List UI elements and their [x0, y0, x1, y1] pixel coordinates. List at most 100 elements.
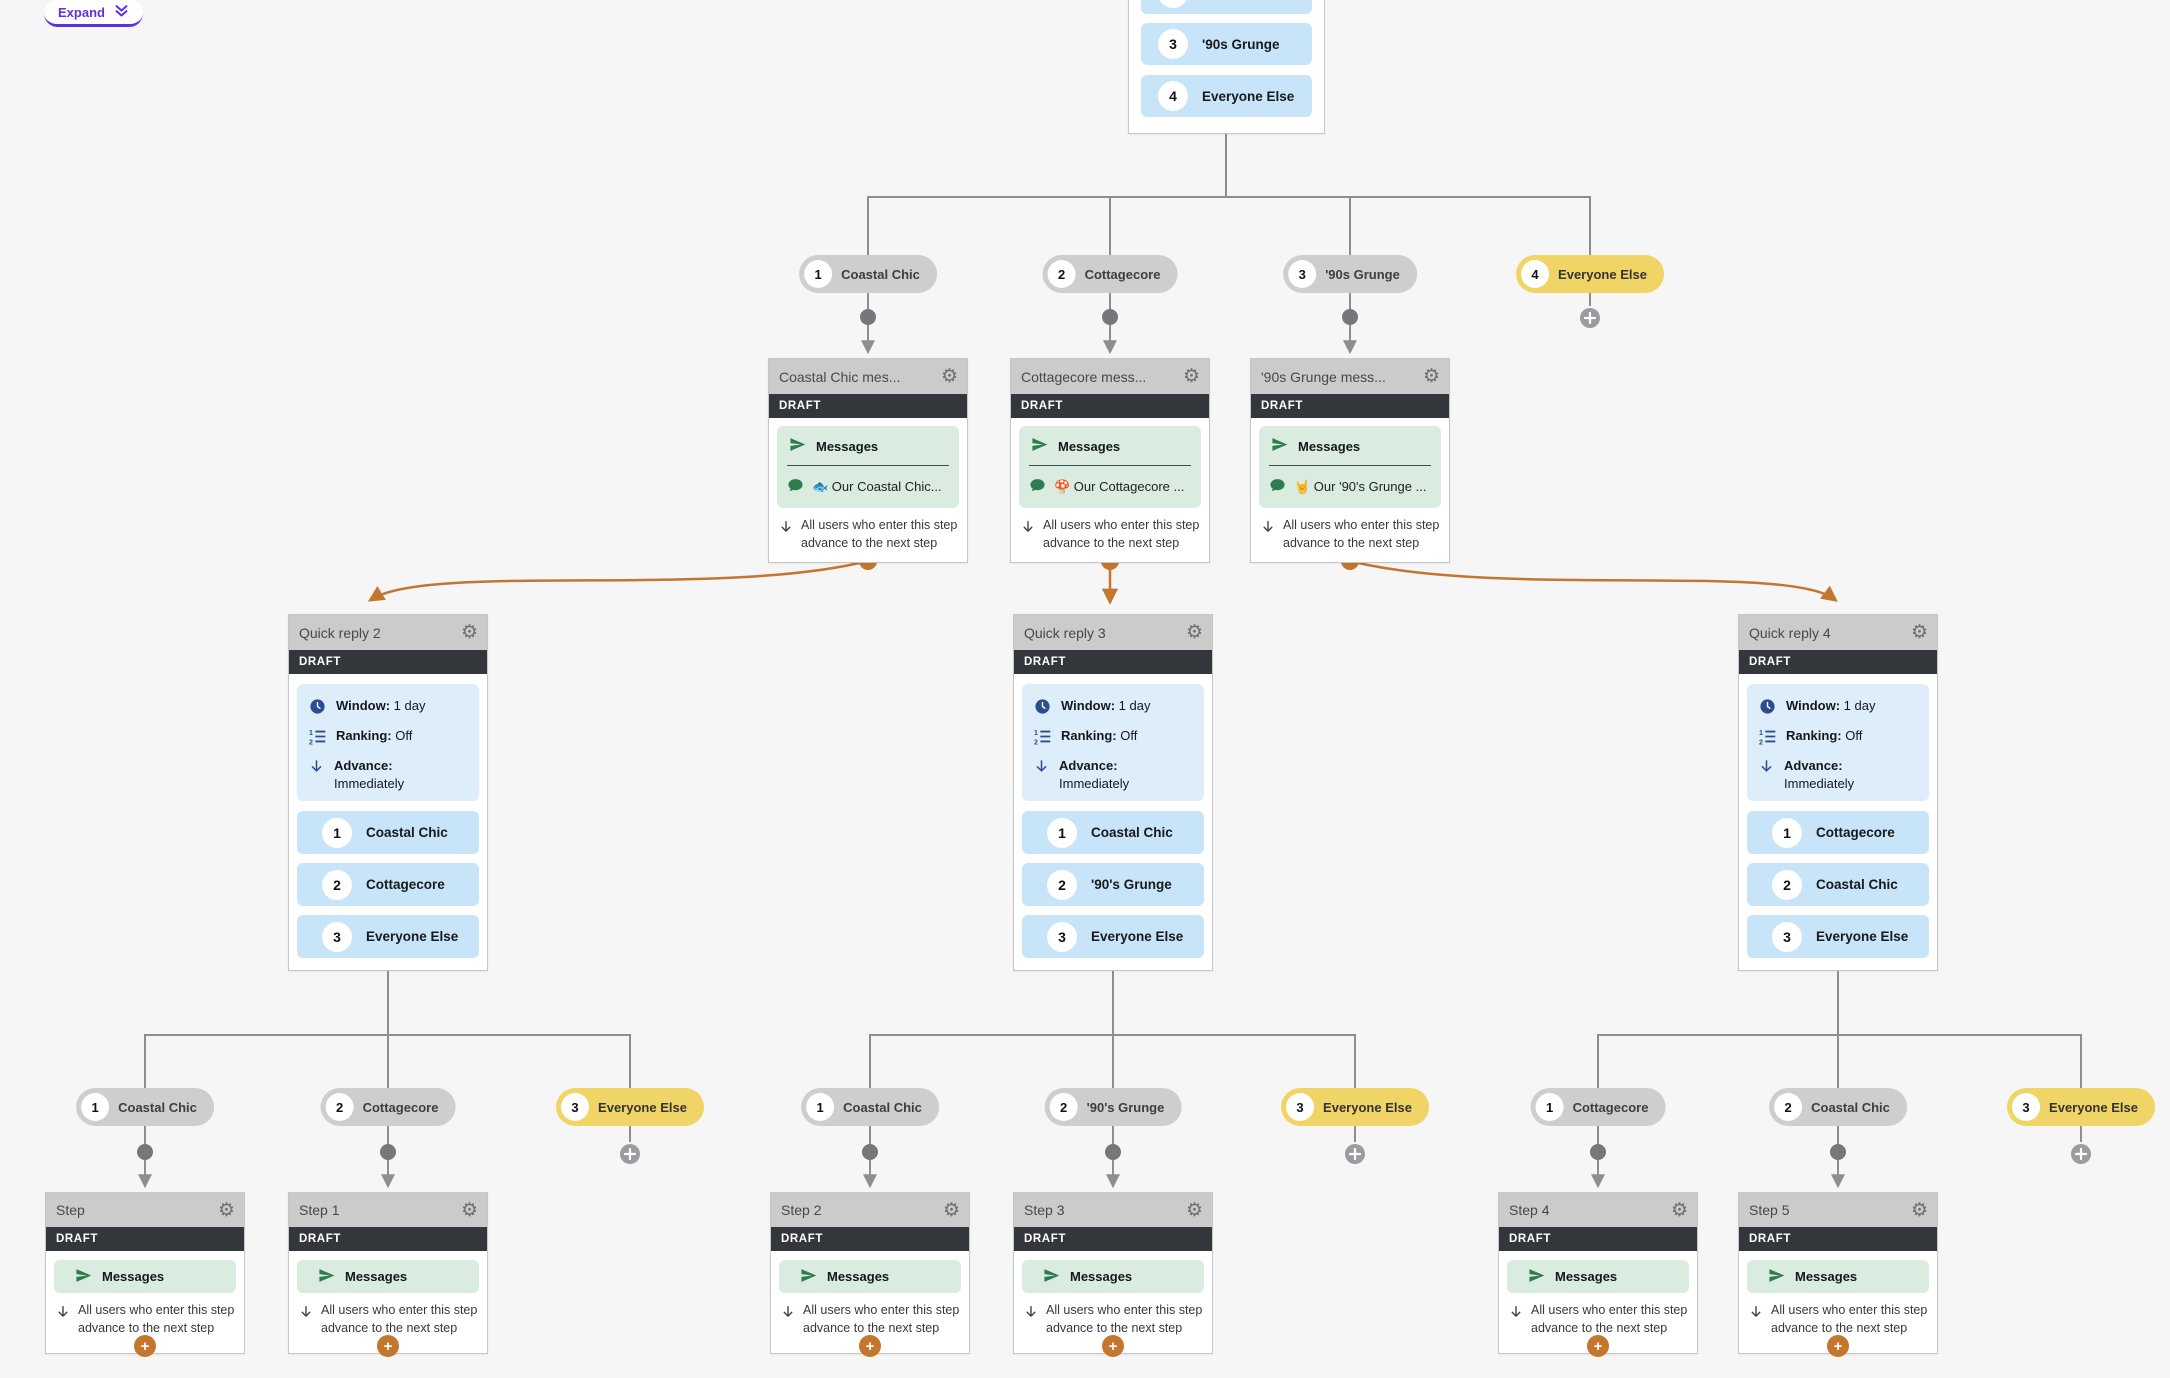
option-number: 1	[1772, 817, 1802, 848]
option-row: 3 Everyone Else	[1022, 915, 1204, 959]
step-card[interactable]: Step 1 ⚙ DRAFT Messages All users who en…	[288, 1192, 488, 1354]
expand-button[interactable]: Expand	[44, 0, 143, 27]
quick-reply-card-top[interactable]: 3 '90s Grunge 4 Everyone Else	[1128, 0, 1325, 134]
advance-value: Immediately	[1059, 775, 1130, 791]
gear-icon[interactable]: ⚙	[460, 622, 478, 643]
branch-pill: 1 Coastal Chic	[76, 1088, 214, 1126]
add-step-button[interactable]	[1580, 308, 1600, 328]
option-number: 1	[322, 817, 352, 848]
advance-note: All users who enter this step advance to…	[1531, 1303, 1688, 1335]
branch-label: Cottagecore	[362, 1099, 439, 1115]
step-card[interactable]: Step 5 ⚙ DRAFT Messages All users who en…	[1738, 1192, 1938, 1354]
expand-label: Expand	[58, 4, 105, 20]
send-icon	[1528, 1267, 1545, 1287]
option-row: 3 '90s Grunge	[1141, 23, 1312, 65]
clock-icon	[309, 697, 326, 718]
step-card[interactable]: Step 4 ⚙ DRAFT Messages All users who en…	[1498, 1192, 1698, 1354]
advance-label: Advance:	[1059, 758, 1118, 773]
option-number	[1158, 0, 1188, 8]
messages-label: Messages	[827, 1269, 890, 1284]
status-badge: DRAFT	[1014, 1227, 1212, 1251]
messages-label: Messages	[345, 1269, 408, 1284]
gear-icon[interactable]: ⚙	[1910, 622, 1928, 643]
option-label: Coastal Chic	[1091, 825, 1173, 841]
add-step-button[interactable]: +	[1102, 1335, 1124, 1357]
option-label: Everyone Else	[366, 929, 459, 945]
message-preview: 🐟 Our Coastal Chic...	[812, 479, 942, 494]
send-icon	[800, 1267, 817, 1287]
option-number: 1	[1047, 817, 1077, 848]
gear-icon[interactable]: ⚙	[1422, 366, 1440, 387]
branch-label: Everyone Else	[2049, 1099, 2138, 1115]
status-badge: DRAFT	[1011, 394, 1209, 418]
message-preview: 🤘 Our '90's Grunge ...	[1294, 479, 1427, 494]
card-header: Step 3 ⚙	[1014, 1193, 1212, 1227]
advance-value: Immediately	[334, 775, 405, 791]
ranking-label: Ranking:	[336, 728, 392, 743]
add-step-button[interactable]: +	[859, 1335, 881, 1357]
branch-pill: 1 Coastal Chic	[801, 1088, 939, 1126]
add-step-button[interactable]	[620, 1144, 640, 1164]
option-number: 2	[322, 869, 352, 900]
card-header: Coastal Chic mes... ⚙	[769, 359, 967, 394]
advance-note: All users who enter this step advance to…	[803, 1303, 960, 1335]
bottom-tree-wires	[138, 958, 2082, 1189]
branch-number: 2	[1049, 1093, 1078, 1121]
card-header: Quick reply 3 ⚙	[1014, 615, 1212, 650]
branch-pill: 3 '90s Grunge	[1283, 255, 1417, 293]
step-card[interactable]: Step ⚙ DRAFT Messages All users who ente…	[45, 1192, 245, 1354]
card-title: Step 2	[781, 1202, 822, 1218]
messages-label: Messages	[816, 438, 879, 454]
add-step-button[interactable]: +	[1587, 1335, 1609, 1357]
advance-arrow-icon	[1759, 757, 1774, 778]
branch-label: Coastal Chic	[1811, 1099, 1890, 1115]
advance-note: All users who enter this step advance to…	[801, 518, 958, 550]
branch-number: 2	[1774, 1093, 1803, 1121]
advance-value: Immediately	[1784, 775, 1855, 791]
gear-icon[interactable]: ⚙	[942, 1199, 960, 1221]
message-card[interactable]: Cottagecore mess... ⚙ DRAFT Messages 🍄 O…	[1010, 358, 1210, 563]
branch-number: 1	[806, 1093, 835, 1121]
message-card[interactable]: Coastal Chic mes... ⚙ DRAFT Messages 🐟 O…	[768, 358, 968, 563]
gear-icon[interactable]: ⚙	[1182, 366, 1200, 387]
messages-section: Messages	[1747, 1260, 1929, 1293]
add-step-button[interactable]: +	[377, 1335, 399, 1357]
gear-icon[interactable]: ⚙	[940, 366, 958, 387]
option-row	[1141, 0, 1312, 14]
option-row: 1 Coastal Chic	[297, 811, 479, 855]
option-label: Cottagecore	[366, 877, 445, 893]
add-step-button[interactable]	[1345, 1144, 1365, 1164]
window-value: 1 day	[1118, 698, 1151, 713]
gear-icon[interactable]: ⚙	[1670, 1199, 1688, 1221]
gear-icon[interactable]: ⚙	[1185, 622, 1203, 643]
gear-icon[interactable]: ⚙	[217, 1199, 235, 1221]
gear-icon[interactable]: ⚙	[1910, 1199, 1928, 1221]
card-header: Step 4 ⚙	[1499, 1193, 1697, 1227]
add-step-button[interactable]	[2071, 1144, 2091, 1164]
ranking-value: Off	[395, 728, 413, 743]
send-icon	[789, 436, 806, 456]
add-step-button[interactable]: +	[134, 1335, 156, 1357]
step-card[interactable]: Step 3 ⚙ DRAFT Messages All users who en…	[1013, 1192, 1213, 1354]
branch-pill: 1 Coastal Chic	[799, 255, 937, 293]
option-label: '90's Grunge	[1091, 877, 1172, 893]
send-icon	[1043, 1267, 1060, 1287]
branch-label: Coastal Chic	[841, 266, 920, 282]
step-card[interactable]: Step 2 ⚙ DRAFT Messages All users who en…	[770, 1192, 970, 1354]
svg-text:1: 1	[1759, 729, 1763, 737]
gear-icon[interactable]: ⚙	[1185, 1199, 1203, 1221]
status-badge: DRAFT	[769, 394, 967, 418]
status-badge: DRAFT	[289, 650, 487, 674]
clock-icon	[1034, 697, 1051, 718]
gear-icon[interactable]: ⚙	[460, 1199, 478, 1221]
add-step-button[interactable]: +	[1827, 1335, 1849, 1357]
message-card[interactable]: '90s Grunge mess... ⚙ DRAFT Messages 🤘 O…	[1250, 358, 1450, 563]
svg-text:2: 2	[309, 738, 313, 745]
down-arrow-icon	[56, 1302, 70, 1337]
svg-text:1: 1	[1034, 729, 1038, 737]
card-title: Quick reply 4	[1749, 624, 1831, 641]
